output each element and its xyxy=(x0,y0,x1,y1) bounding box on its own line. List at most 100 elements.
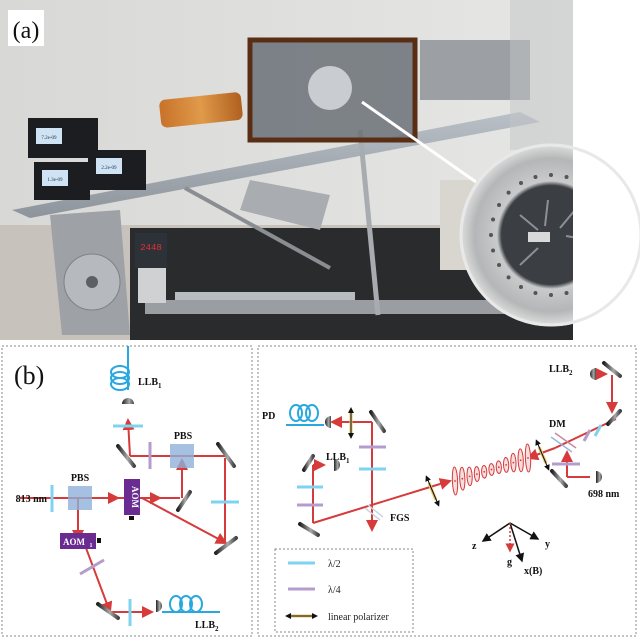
llb2-label-left: LLB2 xyxy=(195,620,219,633)
bolt-hole xyxy=(533,290,538,295)
bolt-hole xyxy=(506,275,511,280)
trapped-atom xyxy=(461,477,464,480)
fiber-coupler-llb1 xyxy=(334,459,340,471)
mirror xyxy=(606,409,622,426)
bolt-hole xyxy=(549,293,553,297)
zeeman-slower-coil xyxy=(159,92,243,128)
actuator-arm xyxy=(240,180,330,230)
trapped-atom xyxy=(527,457,529,459)
right-linear-polarizers xyxy=(348,407,550,507)
fiber-pd xyxy=(286,404,324,426)
left-waveplates xyxy=(50,424,239,626)
legend-item-linear-polarizer: linear polarizer xyxy=(285,612,389,623)
right-beam-paths xyxy=(312,368,618,532)
axis-z-label: z xyxy=(472,541,477,552)
aom-1-subscript: 1 xyxy=(90,543,93,549)
trapped-atom xyxy=(476,473,478,475)
left-beam-paths xyxy=(20,418,228,618)
svg-text:λ/4: λ/4 xyxy=(328,585,341,596)
gauge-readout-1: 7.2e-09 xyxy=(41,136,57,141)
fgs-label: FGS xyxy=(390,513,410,524)
panel-label-a: (a) xyxy=(13,18,40,44)
axis-g-label: g xyxy=(507,557,512,568)
bolt-hole xyxy=(506,190,511,195)
trapped-atom xyxy=(505,464,507,466)
right-diagram-frame xyxy=(257,345,637,637)
trapped-atom xyxy=(490,468,493,471)
fiber-coupler-llb2 xyxy=(590,368,596,380)
mirror xyxy=(602,361,622,378)
bolt-hole xyxy=(491,217,496,222)
optical-lattice-standing-wave xyxy=(451,443,532,496)
trapped-atom xyxy=(454,480,456,482)
fiber-llb1-left xyxy=(110,346,130,391)
gauge-readout-3: 2.2e-09 xyxy=(101,166,117,171)
aom-2 xyxy=(124,479,140,515)
left-mirrors xyxy=(96,442,238,620)
dm-label: DM xyxy=(549,419,566,430)
bolt-hole xyxy=(519,181,523,186)
bolt-hole xyxy=(519,284,523,289)
fiber-llb2-left xyxy=(162,595,220,613)
linear-rail xyxy=(145,300,565,314)
quarter-wave-plate xyxy=(79,558,105,576)
axis-z xyxy=(481,522,511,542)
svg-text:linear polarizer: linear polarizer xyxy=(328,612,389,623)
trapped-atom xyxy=(468,475,471,478)
bolt-hole xyxy=(489,233,493,237)
dichroic-mirror xyxy=(550,432,577,453)
trapped-atom xyxy=(519,459,522,462)
input-wavelength-label: 813 nm xyxy=(16,494,48,505)
bolt-hole xyxy=(564,175,569,180)
atom-trap-mount xyxy=(528,232,550,242)
right-mirrors xyxy=(298,361,622,538)
mirror xyxy=(214,536,238,555)
pbs-cube-2 xyxy=(170,444,194,468)
quarter-wave-plate xyxy=(582,429,592,442)
fiber-coupler-pd xyxy=(325,416,331,428)
aom-1-label: AOM xyxy=(63,537,86,547)
svg-text:λ/2: λ/2 xyxy=(328,559,341,570)
mirror xyxy=(369,410,386,433)
bolt-hole xyxy=(497,263,502,267)
pbs-label-2: PBS xyxy=(174,431,193,442)
trapped-atom xyxy=(512,461,515,464)
laser-source-698 xyxy=(596,471,602,483)
coil-frame xyxy=(247,37,418,143)
bolt-hole xyxy=(533,175,538,180)
axis-x-label: x(B) xyxy=(524,566,542,577)
mirror xyxy=(298,522,320,537)
fiber-coupler xyxy=(156,600,162,612)
pd-label: PD xyxy=(262,411,275,422)
llb1-label-right: LLB1 xyxy=(326,452,350,465)
bolt-hole xyxy=(491,248,496,253)
gauge-readout-2: 1.3e-09 xyxy=(47,178,63,183)
temperature-controller xyxy=(135,233,167,268)
bolt-hole xyxy=(549,173,553,177)
aom-2-label: AOM xyxy=(130,486,140,509)
temperature-readout: 2448 xyxy=(140,243,162,253)
llb1-label-left: LLB1 xyxy=(138,377,162,390)
source-wavelength-label: 698 nm xyxy=(588,489,620,500)
pbs-cube-1 xyxy=(68,486,92,510)
axis-y-label: y xyxy=(545,539,550,550)
trapped-atom xyxy=(483,470,486,473)
mirror xyxy=(96,602,120,620)
fgs-splitter xyxy=(364,504,384,521)
vacuum-chamber xyxy=(308,66,352,110)
coordinate-axes xyxy=(481,522,540,563)
support-post xyxy=(357,129,381,316)
half-wave-plate xyxy=(593,424,603,437)
power-supply xyxy=(138,268,166,303)
trapped-atom xyxy=(497,466,500,469)
axis-x xyxy=(509,522,525,563)
optical-layout-panel-b: (b) PBS PBS AOM 1 AOM 813 xyxy=(1,345,637,637)
mirror xyxy=(216,442,236,468)
axis-y xyxy=(509,522,540,540)
mirror xyxy=(550,469,568,488)
bolt-hole xyxy=(497,203,502,207)
inset-pointer-line xyxy=(361,100,477,184)
aom-1 xyxy=(60,533,96,549)
mirror xyxy=(176,490,192,512)
legend-box xyxy=(274,548,414,633)
